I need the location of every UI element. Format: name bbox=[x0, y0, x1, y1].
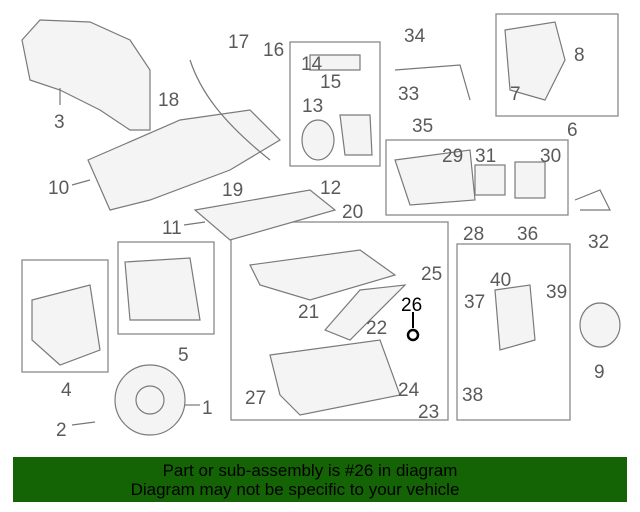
callout-39[interactable]: 39 bbox=[546, 282, 567, 303]
group-box-4 bbox=[21, 259, 109, 373]
callout-15[interactable]: 15 bbox=[320, 72, 341, 93]
callout-13[interactable]: 13 bbox=[302, 96, 323, 117]
hose-33 bbox=[394, 64, 471, 101]
banner-line-disclaimer: Diagram may not be specific to your vehi… bbox=[130, 480, 460, 499]
callout-37[interactable]: 37 bbox=[464, 292, 485, 313]
callout-25[interactable]: 25 bbox=[421, 264, 442, 285]
oil-baffle bbox=[249, 249, 397, 301]
group-box-6 bbox=[495, 13, 619, 117]
info-banner: Part or sub-assembly is #26 in diagram D… bbox=[13, 457, 627, 502]
seal-9 bbox=[579, 302, 621, 348]
group-box-20 bbox=[230, 221, 449, 421]
callout-16[interactable]: 16 bbox=[263, 40, 284, 61]
callout-12[interactable]: 12 bbox=[320, 178, 341, 199]
callout-33[interactable]: 33 bbox=[398, 84, 419, 105]
callout-14[interactable]: 14 bbox=[301, 54, 323, 75]
oil-cap bbox=[309, 54, 361, 71]
filler-neck bbox=[339, 114, 373, 156]
callout-24[interactable]: 24 bbox=[398, 380, 420, 401]
timing-cover bbox=[21, 19, 151, 131]
callout-29[interactable]: 29 bbox=[442, 146, 463, 167]
seal-13 bbox=[301, 119, 335, 161]
bracket-5 bbox=[124, 257, 201, 321]
callout-11[interactable]: 11 bbox=[162, 218, 182, 239]
filter-cap bbox=[514, 161, 546, 199]
vacuum-pump bbox=[504, 21, 566, 101]
callout-27[interactable]: 27 bbox=[245, 388, 266, 409]
callout-32[interactable]: 32 bbox=[588, 232, 609, 253]
callout-40[interactable]: 40 bbox=[490, 270, 511, 291]
callout-20[interactable]: 20 bbox=[342, 202, 363, 223]
bracket-32 bbox=[574, 189, 611, 211]
callout-21[interactable]: 21 bbox=[298, 302, 319, 323]
callout-23[interactable]: 23 bbox=[418, 402, 439, 423]
group-box-12 bbox=[289, 41, 381, 167]
gasket bbox=[193, 189, 337, 241]
callout-10[interactable]: 10 bbox=[48, 178, 69, 199]
callout-31[interactable]: 31 bbox=[475, 146, 496, 167]
callout-26-highlighted[interactable]: 26 bbox=[401, 295, 422, 316]
seal-26 bbox=[406, 328, 420, 342]
pickup-tube bbox=[323, 284, 407, 341]
callout-34[interactable]: 34 bbox=[404, 26, 426, 47]
callout-28[interactable]: 28 bbox=[463, 224, 484, 245]
callout-38[interactable]: 38 bbox=[462, 385, 483, 406]
callout-17[interactable]: 17 bbox=[228, 32, 249, 53]
callout-18[interactable]: 18 bbox=[158, 90, 179, 111]
oil-filter bbox=[474, 164, 506, 196]
oil-pan bbox=[269, 339, 401, 416]
group-box-36 bbox=[456, 243, 571, 421]
callout-35[interactable]: 35 bbox=[412, 116, 433, 137]
separator bbox=[494, 284, 536, 351]
callout-5[interactable]: 5 bbox=[178, 345, 189, 366]
oil-filter-housing bbox=[394, 149, 476, 206]
callout-9[interactable]: 9 bbox=[594, 362, 605, 383]
callout-4[interactable]: 4 bbox=[61, 380, 72, 401]
bracket-4 bbox=[31, 284, 101, 366]
callout-1[interactable]: 1 bbox=[202, 398, 213, 419]
valve-cover bbox=[87, 109, 281, 211]
dipstick-tube bbox=[189, 59, 271, 161]
callout-22[interactable]: 22 bbox=[366, 318, 387, 339]
callout-19[interactable]: 19 bbox=[222, 180, 243, 201]
callout-7[interactable]: 7 bbox=[510, 84, 521, 105]
callout-2[interactable]: 2 bbox=[56, 420, 67, 441]
pulley-hub bbox=[135, 385, 165, 415]
callout-3[interactable]: 3 bbox=[54, 112, 65, 133]
callout-8[interactable]: 8 bbox=[574, 45, 585, 66]
banner-line-part: Part or sub-assembly is #26 in diagram bbox=[162, 461, 458, 480]
group-box-28 bbox=[385, 139, 569, 216]
callout-6[interactable]: 6 bbox=[567, 120, 578, 141]
callout-30[interactable]: 30 bbox=[540, 146, 561, 167]
callout-36[interactable]: 36 bbox=[517, 224, 538, 245]
group-box-5 bbox=[117, 241, 215, 335]
